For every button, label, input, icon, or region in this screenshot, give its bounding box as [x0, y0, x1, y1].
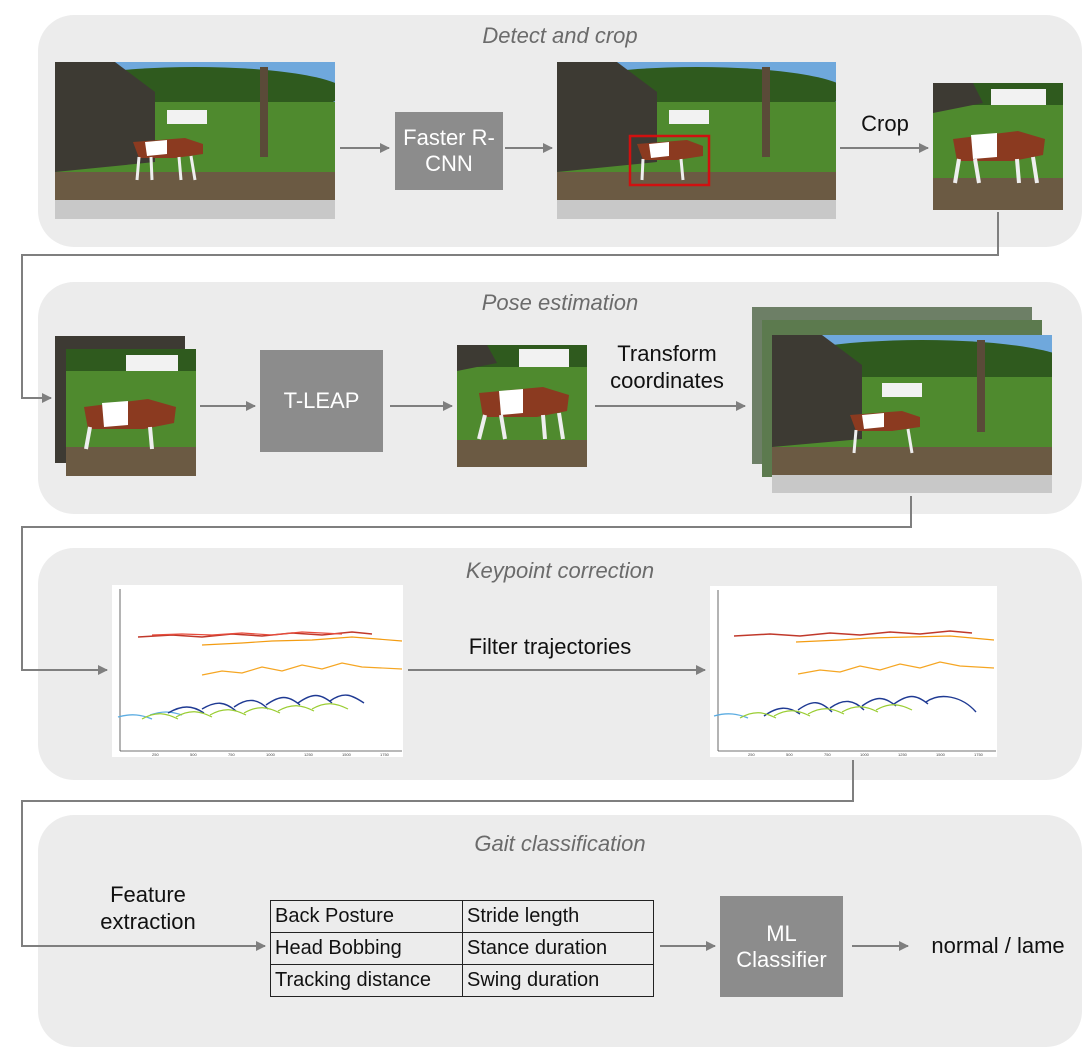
svg-text:250: 250: [152, 752, 159, 757]
crop-stack-front-photo: [66, 349, 196, 476]
table-row: Head Bobbing Stance duration: [270, 932, 654, 965]
cropped-cow-photo: [933, 83, 1063, 210]
svg-text:1500: 1500: [936, 752, 946, 757]
output-label: normal / lame: [931, 933, 1065, 958]
input-frame-photo: [55, 62, 335, 219]
faster-rcnn-label: Faster R-CNN: [403, 125, 495, 176]
filter-trajectories-label: Filter trajectories: [468, 634, 632, 659]
panel-title: Detect and crop: [482, 23, 638, 48]
panel-title: Keypoint correction: [465, 558, 655, 583]
connector-frames-to-keypoint: [21, 496, 912, 675]
raw-trajectories-plot: 250 500 750 1000 1250 1500 1750: [112, 585, 403, 757]
panel-title: Pose estimation: [481, 290, 639, 315]
filtered-trajectories-plot: 250 500 750 1000 1250 1500 1750: [710, 586, 997, 757]
svg-text:250: 250: [748, 752, 755, 757]
connector-crop-to-pose: [21, 212, 999, 403]
table-row: Back Posture Stride length: [270, 900, 654, 933]
table-cell: Head Bobbing: [270, 932, 463, 965]
t-leap-label: T-LEAP: [283, 388, 360, 413]
transform-coordinates-label: Transform coordinates: [610, 341, 724, 393]
ml-classifier-box: ML Classifier: [720, 896, 843, 997]
svg-text:1250: 1250: [898, 752, 908, 757]
t-leap-box: T-LEAP: [260, 350, 383, 452]
svg-text:750: 750: [824, 752, 831, 757]
frame-stack-front-photo: [772, 335, 1052, 493]
svg-text:1500: 1500: [342, 752, 352, 757]
table-cell: Stance duration: [462, 932, 654, 965]
svg-text:1750: 1750: [380, 752, 390, 757]
feature-table: Back Posture Stride length Head Bobbing …: [270, 900, 654, 997]
svg-text:1000: 1000: [266, 752, 276, 757]
svg-text:1250: 1250: [304, 752, 314, 757]
feature-extraction-label: Feature extraction: [100, 882, 196, 934]
detection-frame-photo: [557, 62, 836, 219]
pose-cow-photo: [457, 345, 587, 467]
connector-keypoint-to-gait: [21, 760, 854, 951]
svg-text:500: 500: [190, 752, 197, 757]
svg-text:500: 500: [786, 752, 793, 757]
table-cell: Tracking distance: [270, 964, 463, 997]
svg-text:1000: 1000: [860, 752, 870, 757]
detection-bounding-box: [628, 134, 711, 187]
table-cell: Swing duration: [462, 964, 654, 997]
table-cell: Back Posture: [270, 900, 463, 933]
svg-text:1750: 1750: [974, 752, 984, 757]
table-row: Tracking distance Swing duration: [270, 964, 654, 997]
panel-title: Gait classification: [474, 831, 646, 856]
ml-classifier-label: ML Classifier: [736, 920, 827, 972]
svg-text:750: 750: [228, 752, 235, 757]
table-cell: Stride length: [462, 900, 654, 933]
faster-rcnn-box: Faster R-CNN: [395, 112, 503, 190]
crop-label: Crop: [861, 111, 909, 136]
